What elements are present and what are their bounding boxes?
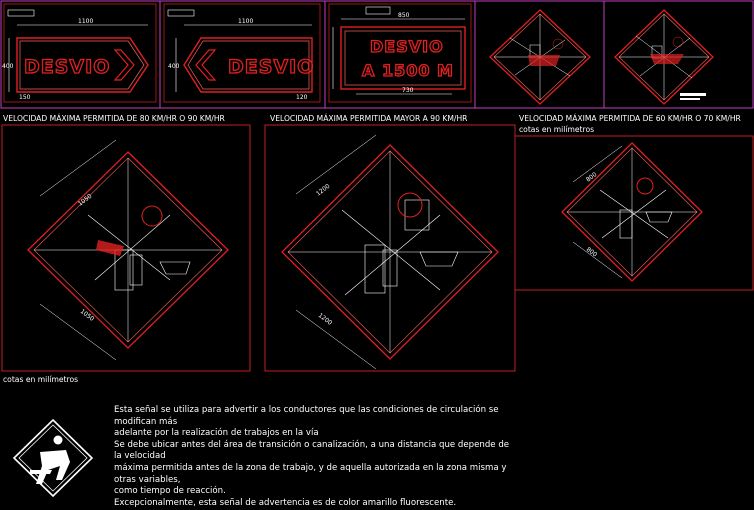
description-line: Se debe ubicar antes del área de transic… [114,439,510,450]
roadwork-pictogram-sign [12,418,94,498]
description-line: Excepcionalmente, esta señal de adverten… [114,497,457,508]
description-line: Esta señal se utiliza para advertir a lo… [114,405,499,415]
diamond-80-90-dim-a: 1050 [77,193,94,208]
title-60-70: VELOCIDAD MÁXIMA PERMITIDA DE 60 KM/HR O… [519,114,741,123]
title-80-90: VELOCIDAD MÁXIMA PERMITIDA DE 80 KM/HR O… [3,114,225,123]
small-diamond-1 [489,9,591,105]
description-line: como tiempo de reacción. [114,486,226,497]
sign3-line1: DESVIO [370,37,444,56]
description-line: adelante por la realización de trabajos … [114,428,319,439]
desvio-arrow-left-sign: DESVIO 1100 400 120 [167,9,314,101]
diamond-60-70-dim-a: 800 [585,171,599,184]
sign2-dim-width: 1100 [238,18,253,25]
sign1-dim-height: 400 [2,63,14,70]
diamond-80-90-dim-b: 1050 [79,308,96,323]
sign3-dim-width: 850 [398,12,410,19]
sign3-line2: A 1500 M [362,61,454,80]
sign3-dim-inner: 730 [402,87,414,94]
desvio-distance-sign: DESVIO A 1500 M 850 730 [332,6,466,95]
description-line: modifican más [114,416,178,427]
subtitle-60-70: cotas en milímetros [519,125,595,134]
top-sub-frames [3,3,472,103]
sign2-dim-height: 400 [168,63,180,70]
units-note: cotas en milímetros [3,375,79,384]
description-paragraph: Esta señal se utiliza para advertir a lo… [114,405,514,509]
diamond-over-90-dim-b: 1200 [317,312,334,327]
sign2-dim-small: 120 [296,94,308,101]
description-line: otras variables, [114,474,181,485]
top-strip-frame [0,0,754,109]
desvio-arrow-right-sign: DESVIO 1100 400 150 [2,9,149,101]
diamond-60-70-dim-b: 800 [585,246,599,259]
description-line: máxima permitida antes de la zona de tra… [114,462,507,473]
sign1-dim-width: 1100 [78,18,93,25]
diamond-80-90: 1050 1050 [27,139,229,361]
sign1-text: DESVIO [24,56,110,78]
small-diamond-2 [614,9,714,105]
sign1-dim-small: 150 [19,94,31,101]
diamond-60-70: 800 800 [561,142,703,282]
description-line: la velocidad [114,451,166,462]
diamond-over-90: 1200 1200 [281,134,499,370]
diamond-over-90-dim-a: 1200 [315,183,332,198]
bottom-panel-frames [1,124,754,372]
title-over-90: VELOCIDAD MÁXIMA PERMITIDA MAYOR A 90 KM… [270,114,468,123]
sign2-text: DESVIO [228,56,314,78]
